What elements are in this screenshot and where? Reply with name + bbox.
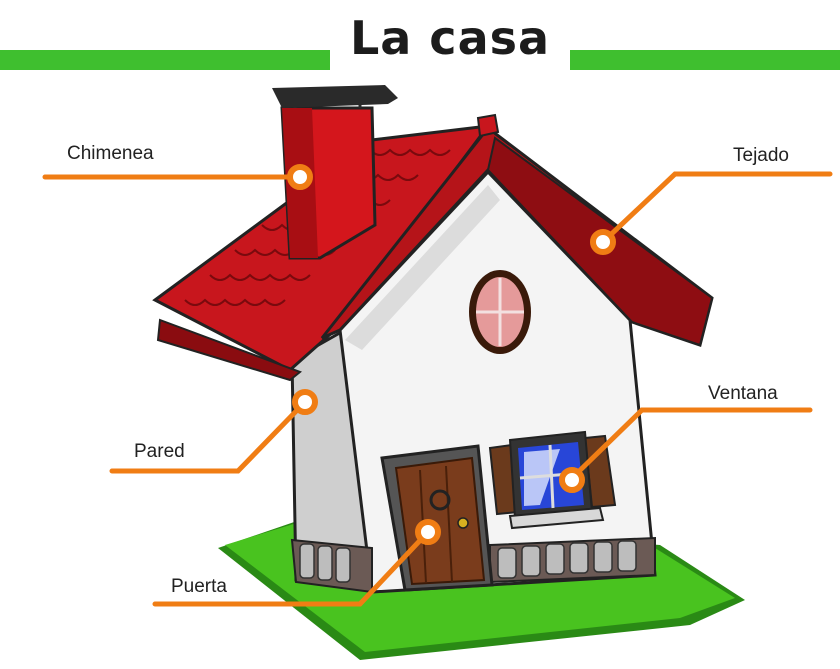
marker-tejado [590,229,616,255]
leader-pared [109,399,308,474]
stone-base-icon [290,536,656,594]
marker-ventana [559,467,585,493]
marker-chimenea [287,164,313,190]
label-ventana: Ventana [708,383,778,404]
marker-pared [292,389,318,415]
label-puerta: Puerta [171,576,227,597]
label-tejado: Tejado [733,145,789,166]
leader-ventana [567,407,813,483]
leader-puerta [152,529,431,607]
label-chimenea: Chimenea [67,143,154,164]
label-pared: Pared [134,441,185,462]
title-box: La casa [330,6,570,70]
round-window-icon [469,270,531,354]
leader-tejado [600,171,833,245]
leader-lines [42,171,833,607]
marker-puerta [415,519,441,545]
leader-markers [287,164,616,545]
chimney-icon [272,85,398,260]
window-icon [488,430,617,530]
page-title: La casa [349,11,551,65]
